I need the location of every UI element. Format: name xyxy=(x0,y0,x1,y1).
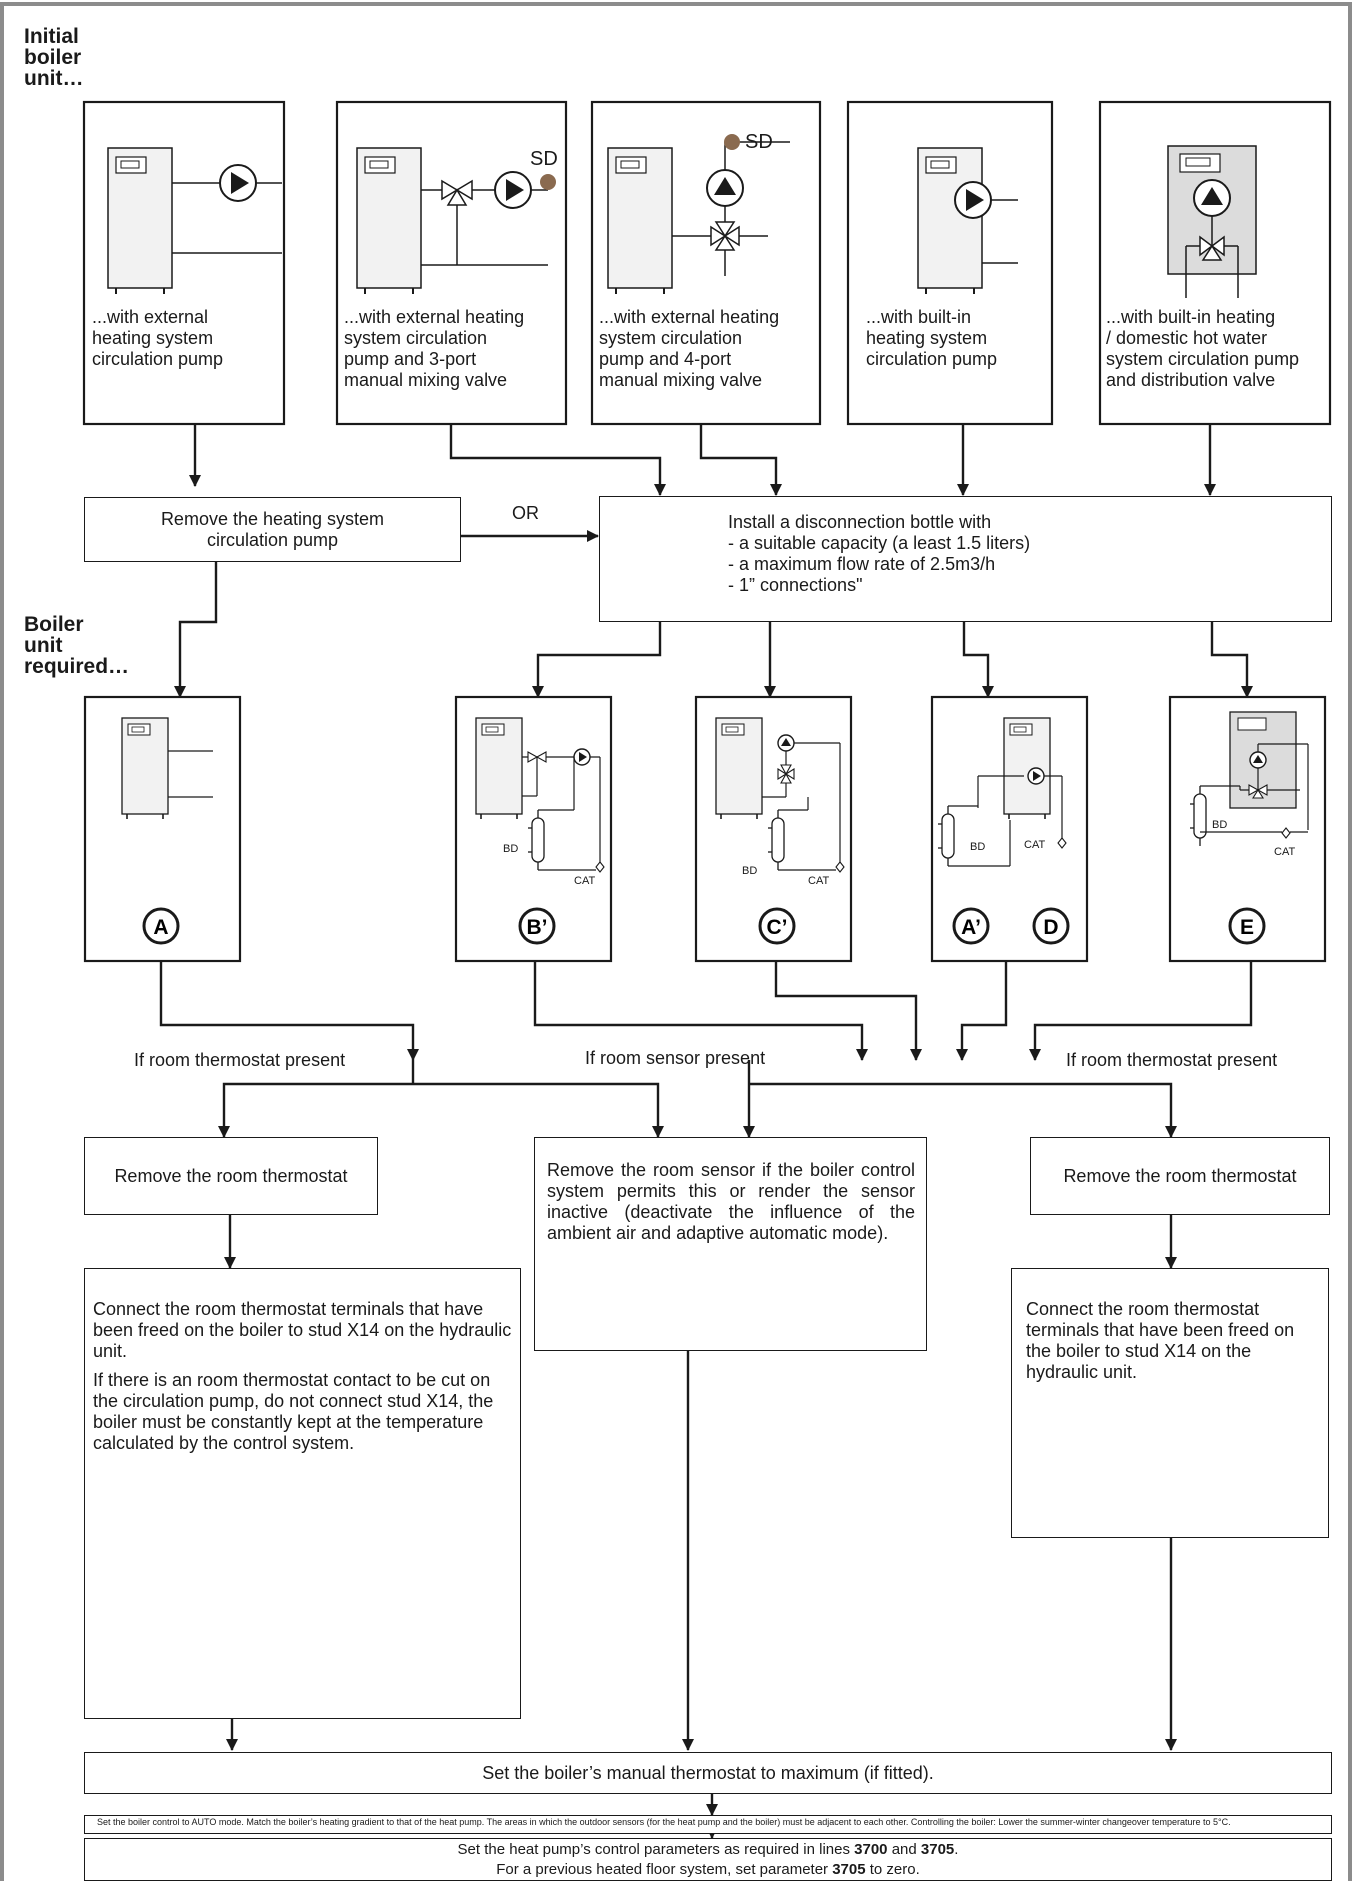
initial-sketch-4 xyxy=(917,147,1018,295)
condition-left: If room thermostat present xyxy=(134,1050,346,1070)
unit-letter-c-prime: C’ xyxy=(758,907,796,945)
heading-required: Boiler unit required… xyxy=(24,613,130,678)
initial-sketch-5 xyxy=(1167,145,1257,298)
connector-lines xyxy=(159,424,1253,1839)
remove-thermostat-right-box: Remove the room thermostat xyxy=(1030,1137,1330,1215)
svg-text:D: D xyxy=(1043,916,1058,939)
bd-label-b: BD xyxy=(503,843,518,855)
remove-thermostat-left-box: Remove the room thermostat xyxy=(84,1137,378,1215)
unit-letter-d: D xyxy=(1032,907,1070,945)
cat-label-e: CAT xyxy=(1274,846,1295,858)
cat-label-c: CAT xyxy=(808,875,829,887)
heat-pump-box: Set the heat pump’s control parameters a… xyxy=(84,1838,1332,1881)
heading-initial: Initial boiler unit… xyxy=(24,25,84,90)
initial-unit-5-text: ...with built-in heating/ domestic hot w… xyxy=(1106,307,1300,390)
manual-thermostat-box: Set the boiler’s manual thermostat to ma… xyxy=(84,1752,1332,1794)
unit-letter-a-prime: A’ xyxy=(952,907,990,945)
cat-label-b: CAT xyxy=(574,875,595,887)
svg-text:E: E xyxy=(1240,916,1254,939)
install-bottle-box: Install a disconnection bottle with- a s… xyxy=(599,496,1332,622)
svg-text:A: A xyxy=(153,916,168,939)
initial-sketch-2: SD xyxy=(356,147,558,295)
unit-letter-e: E xyxy=(1228,907,1266,945)
unit-letter-a: A xyxy=(142,907,180,945)
required-sketch-d: BD CAT xyxy=(937,717,1067,867)
bd-label-e: BD xyxy=(1212,819,1227,831)
svg-text:A’: A’ xyxy=(961,916,981,939)
bd-label-c: BD xyxy=(742,865,757,877)
condition-right: If room thermostat present xyxy=(1066,1050,1278,1070)
required-sketch-e: BD CAT xyxy=(1189,711,1309,858)
required-sketch-a xyxy=(121,717,213,820)
sd-label-initial-2: SD xyxy=(530,148,558,170)
connect-right-box: Connect the room thermostat terminals th… xyxy=(1011,1268,1329,1538)
svg-text:C’: C’ xyxy=(767,916,788,939)
cat-label-d: CAT xyxy=(1024,839,1045,851)
condition-middle: If room sensor present xyxy=(585,1048,766,1068)
auto-mode-box: Set the boiler control to AUTO mode. Mat… xyxy=(84,1815,1332,1834)
bd-label-d: BD xyxy=(970,841,985,853)
or-label: OR xyxy=(512,503,539,523)
initial-sketch-1 xyxy=(107,147,282,295)
svg-text:B’: B’ xyxy=(527,916,548,939)
required-sketch-c: BD CAT xyxy=(715,717,845,887)
remove-sensor-box: Remove the room sensor if the boiler con… xyxy=(534,1137,927,1351)
sd-label-initial-3: SD xyxy=(745,131,773,153)
required-sketch-b: BD CAT xyxy=(475,717,605,887)
unit-letter-b-prime: B’ xyxy=(518,907,556,945)
initial-sketch-3: SD xyxy=(607,131,790,295)
connect-left-box: Connect the room thermostat terminals th… xyxy=(84,1268,521,1719)
